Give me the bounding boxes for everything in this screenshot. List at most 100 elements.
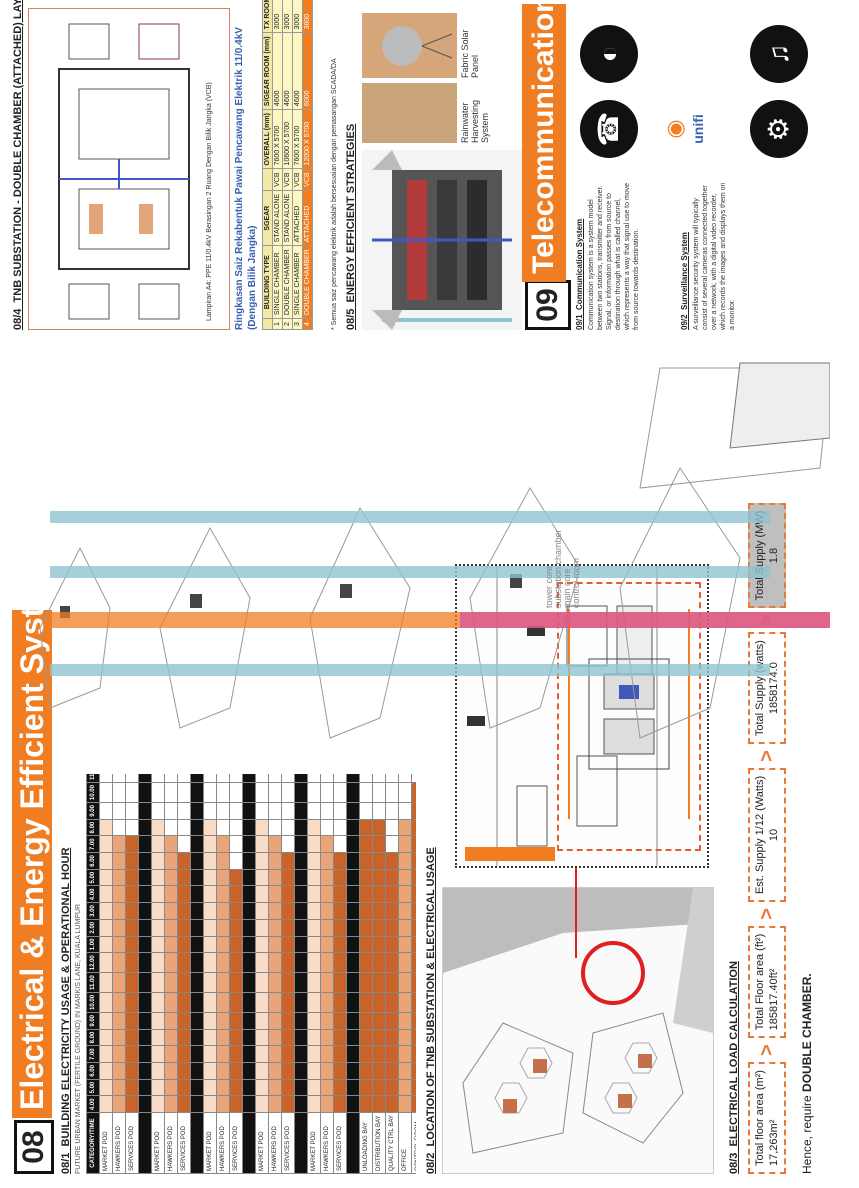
- time-cell: [203, 1045, 217, 1063]
- time-cell: [307, 774, 321, 783]
- time-cell: [229, 1045, 243, 1063]
- time-cell: [138, 1095, 152, 1113]
- time-cell: [164, 782, 178, 803]
- table-row: DISTRIBUTION BAY17HIGH: [372, 774, 386, 1174]
- time-cell: [151, 1062, 165, 1080]
- time-cell: [359, 1079, 373, 1096]
- row-name: HAWKERS POD: [268, 1112, 282, 1174]
- time-cell: [307, 782, 321, 803]
- s1-heading: 08/1 BUILDING ELECTRICITY USAGE & OPERAT…: [60, 848, 72, 1174]
- time-cell: [203, 886, 217, 903]
- time-cell: [255, 1079, 269, 1096]
- time-cell: [346, 1079, 360, 1096]
- time-cell: [333, 819, 347, 836]
- network-icon: ⚙: [750, 100, 808, 158]
- time-cell: [99, 852, 113, 870]
- time-cell: [268, 992, 282, 1013]
- time-cell: [151, 952, 165, 973]
- time-cell: [138, 919, 152, 937]
- time-cell: [255, 782, 269, 803]
- time-cell: [346, 819, 360, 836]
- time-cell: [346, 1045, 360, 1063]
- row-name: HAWKERS POD: [164, 1112, 178, 1174]
- time-cell: [307, 902, 321, 920]
- time-cell: [216, 869, 230, 886]
- time-cell: [307, 869, 321, 886]
- summary-cell: 6000: [302, 32, 313, 110]
- time-cell: [385, 1062, 399, 1080]
- time-cell: [398, 1045, 412, 1063]
- time-cell: [411, 1095, 416, 1113]
- time-cell: [229, 774, 243, 783]
- row-name: [138, 1112, 152, 1174]
- time-cell: [268, 936, 282, 953]
- solar-panel-icon: [382, 26, 453, 66]
- time-cell: [216, 952, 230, 973]
- time-cell: [151, 782, 165, 803]
- time-cell: [151, 869, 165, 886]
- time-cell: [125, 1095, 139, 1113]
- time-cell: [190, 1045, 204, 1063]
- row-name: MARKET POD: [307, 1112, 321, 1174]
- time-cell: [99, 782, 113, 803]
- time-cell: [268, 835, 282, 853]
- time-cell: [268, 782, 282, 803]
- time-cell: [242, 1095, 256, 1113]
- time-cell: [307, 802, 321, 820]
- time-cell: [216, 1079, 230, 1096]
- time-cell: [151, 1079, 165, 1096]
- time-col: 3.00: [86, 902, 100, 920]
- time-cell: [281, 782, 295, 803]
- conclusion: Hence, require DOUBLE CHAMBER.: [800, 973, 814, 1174]
- summary-col: S/GEAR ROOM (mm): [262, 32, 273, 110]
- time-cell: [164, 992, 178, 1013]
- time-cell: [372, 886, 386, 903]
- table-row: CONTROL ROOM19HIGH: [411, 774, 416, 1174]
- time-cell: [320, 869, 334, 886]
- time-cell: [385, 852, 399, 870]
- time-cell: [281, 802, 295, 820]
- time-cell: [320, 936, 334, 953]
- time-cell: [99, 1029, 113, 1046]
- time-cell: [138, 1079, 152, 1096]
- time-cell: [216, 835, 230, 853]
- time-cell: [190, 782, 204, 803]
- time-cell: [398, 819, 412, 836]
- row-name: SERVICES POD: [333, 1112, 347, 1174]
- rainwater-caption: Rainwater Harvesting System: [460, 83, 490, 143]
- time-cell: [255, 952, 269, 973]
- time-cell: [190, 936, 204, 953]
- time-cell: [138, 782, 152, 803]
- time-cell: [190, 774, 204, 783]
- table-row: [190, 774, 204, 1174]
- table-row: MARKET POD17LOW: [255, 774, 269, 1174]
- solar-caption: Fabric Solar Panel: [460, 8, 480, 78]
- time-cell: [242, 919, 256, 937]
- time-cell: [255, 1012, 269, 1030]
- time-cell: [281, 774, 295, 783]
- time-cell: [177, 902, 191, 920]
- time-cell: [216, 1012, 230, 1030]
- time-cell: [372, 902, 386, 920]
- time-cell: [294, 886, 308, 903]
- row-name: CONTROL ROOM: [411, 1112, 416, 1174]
- time-cell: [203, 902, 217, 920]
- time-cell: [294, 1062, 308, 1080]
- time-cell: [203, 919, 217, 937]
- time-cell: [333, 1062, 347, 1080]
- time-cell: [151, 774, 165, 783]
- time-cell: [151, 886, 165, 903]
- time-cell: [216, 1045, 230, 1063]
- p1-title: Communication System: [575, 218, 584, 310]
- time-cell: [372, 952, 386, 973]
- time-cell: [99, 952, 113, 973]
- time-cell: [307, 1029, 321, 1046]
- time-cell: [112, 919, 126, 937]
- time-cell: [138, 972, 152, 993]
- time-cell: [125, 992, 139, 1013]
- time-cell: [294, 869, 308, 886]
- time-cell: [242, 936, 256, 953]
- time-cell: [333, 1012, 347, 1030]
- time-cell: [320, 902, 334, 920]
